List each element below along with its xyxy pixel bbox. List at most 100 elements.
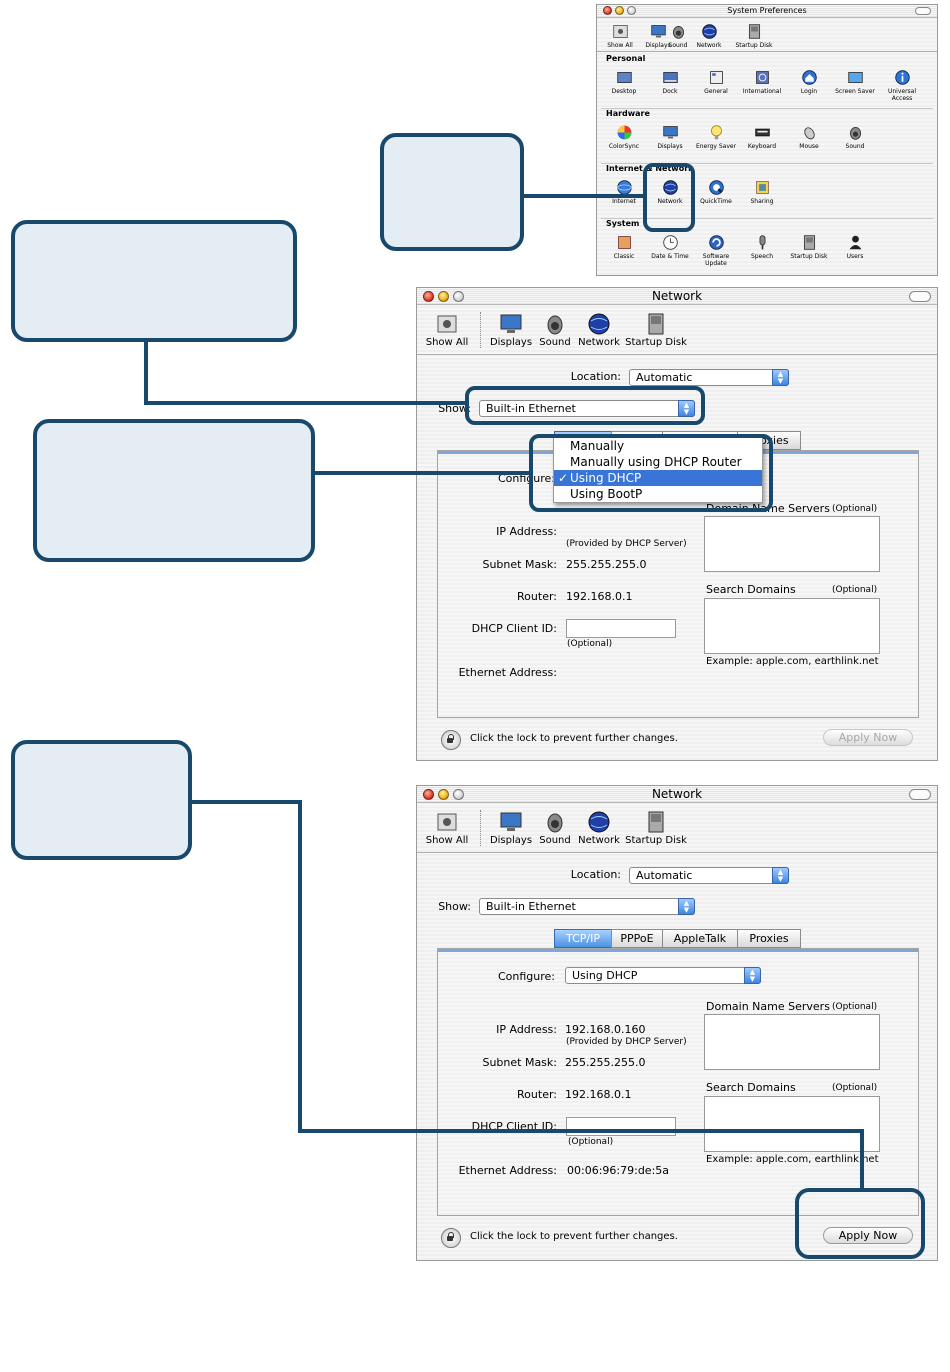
minimize-icon[interactable] [438, 789, 449, 800]
toolbar-toggle[interactable] [915, 7, 931, 15]
toolbar-sound[interactable]: Sound [665, 23, 691, 49]
lock-icon[interactable] [441, 730, 461, 750]
ip-address-value: 192.168.0.160 [565, 1023, 646, 1036]
toolbar-displays[interactable]: Displays [487, 312, 535, 348]
tab-pppoe[interactable]: PPPoE [611, 929, 663, 948]
router-value: 192.168.0.1 [566, 590, 633, 603]
dhcp-client-id-field[interactable] [566, 619, 676, 638]
menu-item-manually-dhcp-router[interactable]: Manually using DHCP Router [570, 455, 742, 469]
close-icon[interactable] [423, 789, 434, 800]
close-icon[interactable] [423, 291, 434, 302]
globe-icon [588, 313, 610, 335]
toolbar-sound[interactable]: Sound [535, 810, 575, 846]
tab-appletalk[interactable]: AppleTalk [662, 929, 738, 948]
show-all-icon [437, 813, 457, 831]
pref-universal-access[interactable]: Universal Access [879, 69, 925, 102]
tab-tcpip[interactable]: TCP/IP [554, 929, 612, 948]
pref-date-time[interactable]: Date & Time [647, 234, 693, 260]
toolbar-toggle[interactable] [909, 789, 931, 800]
lightbulb-icon [710, 125, 722, 140]
pref-mouse[interactable]: Mouse [786, 124, 832, 150]
configure-menu: Manually Manually using DHCP Router ✓Usi… [553, 437, 763, 503]
lock-text: Click the lock to prevent further change… [470, 733, 678, 744]
close-icon[interactable] [603, 6, 612, 15]
pref-displays[interactable]: Displays [647, 124, 693, 150]
dhcp-client-id-field[interactable] [566, 1117, 676, 1136]
toolbar-show-all[interactable]: Show All [425, 810, 469, 846]
pref-software-update[interactable]: Software Update [693, 234, 739, 267]
toolbar-network[interactable]: Network [694, 23, 724, 49]
pref-network[interactable]: Network [647, 179, 693, 205]
toolbar-startup-disk[interactable]: Startup Disk [623, 810, 689, 846]
tab-proxies[interactable]: Proxies [737, 929, 801, 948]
dns-field[interactable] [704, 516, 880, 572]
location-popup[interactable]: Automatic▲▼ [629, 369, 789, 386]
pref-speech[interactable]: Speech [739, 234, 785, 260]
mouse-icon [803, 127, 815, 140]
subnet-mask-label: Subnet Mask: [482, 1056, 557, 1069]
network-window-result: Network Show All Displays Sound Network … [416, 785, 938, 1261]
toolbar-startup-disk[interactable]: Startup Disk [623, 312, 689, 348]
apply-now-button[interactable]: Apply Now [823, 1227, 913, 1244]
configure-popup[interactable]: Using DHCP▲▼ [565, 967, 761, 984]
pref-desktop[interactable]: Desktop [601, 69, 647, 95]
toolbar-network[interactable]: Network [575, 312, 623, 348]
lock-icon[interactable] [441, 1228, 461, 1248]
system-preferences-window: System Preferences Show All Displays Sou… [596, 4, 938, 276]
show-popup[interactable]: Built-in Ethernet▲▼ [479, 898, 695, 915]
pref-dock[interactable]: Dock [647, 69, 693, 95]
toolbar-startup-disk[interactable]: Startup Disk [729, 23, 779, 49]
highlight-show-popup [465, 386, 705, 425]
menu-item-manually[interactable]: Manually [570, 439, 625, 453]
speaker-icon [849, 126, 861, 140]
toolbar-displays[interactable]: Displays [635, 23, 681, 49]
pref-screen-saver[interactable]: Screen Saver [832, 69, 878, 95]
ethernet-address-value: 00:06:96:79:de:5a [567, 1164, 670, 1177]
pref-sharing[interactable]: Sharing [739, 179, 785, 205]
apply-now-button[interactable]: Apply Now [823, 729, 913, 746]
globe-icon [588, 811, 610, 833]
ethernet-address-label: Ethernet Address: [458, 666, 557, 679]
search-example: Example: apple.com, earthlink.net [706, 656, 879, 667]
zoom-icon[interactable] [453, 789, 464, 800]
pref-users[interactable]: Users [832, 234, 878, 260]
pref-international[interactable]: International [739, 69, 785, 95]
minimize-icon[interactable] [438, 291, 449, 302]
toolbar-sound[interactable]: Sound [535, 312, 575, 348]
pref-classic[interactable]: Classic [601, 234, 647, 260]
dns-field[interactable] [704, 1014, 880, 1070]
titlebar: System Preferences [597, 5, 937, 18]
pref-colorsync[interactable]: ColorSync [601, 124, 647, 150]
menu-item-using-bootp[interactable]: Using BootP [570, 487, 643, 501]
toolbar-displays[interactable]: Displays [487, 810, 535, 846]
menu-item-using-dhcp[interactable]: ✓Using DHCP [554, 470, 762, 486]
show-label: Show: [438, 900, 471, 913]
disk-icon [803, 235, 815, 250]
zoom-icon[interactable] [453, 291, 464, 302]
router-value: 192.168.0.1 [565, 1088, 632, 1101]
search-optional: (Optional) [832, 585, 878, 595]
quicktime-icon [708, 180, 724, 195]
pref-login[interactable]: Login [786, 69, 832, 95]
pref-keyboard[interactable]: Keyboard [739, 124, 785, 150]
location-popup[interactable]: Automatic▲▼ [629, 867, 789, 884]
minimize-icon[interactable] [615, 6, 624, 15]
zoom-icon[interactable] [627, 6, 636, 15]
ip-address-label: IP Address: [496, 1023, 557, 1036]
toolbar-toggle[interactable] [909, 291, 931, 302]
pref-quicktime[interactable]: QuickTime [693, 179, 739, 205]
provided-by-dhcp: (Provided by DHCP Server) [566, 1037, 687, 1047]
search-domains-field[interactable] [704, 598, 880, 654]
toolbar-network[interactable]: Network [575, 810, 623, 846]
pref-sound[interactable]: Sound [832, 124, 878, 150]
toolbar-show-all[interactable]: Show All [597, 23, 643, 49]
search-domains-field[interactable] [704, 1096, 880, 1152]
show-popup[interactable]: Built-in Ethernet▲▼ [479, 400, 695, 417]
pref-general[interactable]: General [693, 69, 739, 95]
pref-startup-disk[interactable]: Startup Disk [786, 234, 832, 260]
pref-internet[interactable]: Internet [601, 179, 647, 205]
provided-by-dhcp: (Provided by DHCP Server) [566, 539, 687, 549]
toolbar-show-all[interactable]: Show All [425, 312, 469, 348]
pref-energy-saver[interactable]: Energy Saver [693, 124, 739, 150]
highlight-configure-menu [529, 434, 773, 512]
